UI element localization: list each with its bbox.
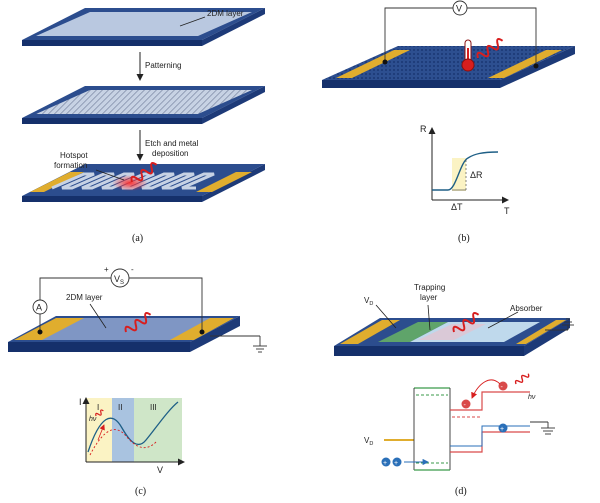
thermometer-icon: [461, 39, 475, 72]
ground-icon: [562, 318, 574, 330]
caption-b: (b): [458, 233, 470, 244]
etch-label-1: Etch and metal: [145, 139, 199, 148]
hv-label: hν: [89, 416, 97, 423]
voltmeter-icon: [452, 0, 468, 16]
right-contact: [516, 320, 566, 344]
caption-d: (d): [455, 486, 467, 497]
trapping-pointer: [427, 304, 431, 331]
source-minus: -: [131, 265, 134, 274]
region-1-band: [86, 398, 112, 462]
photon-wave-band: [514, 373, 530, 385]
photon-wave-d: [452, 312, 480, 333]
hotspot-label-1: Hotspot: [60, 151, 88, 160]
panel-c: A VS + - 2DM layer I V I II III hν (c): [8, 265, 267, 497]
photogating-device: [334, 318, 570, 356]
rt-curve: [432, 151, 499, 191]
photon-wave-a: [130, 162, 158, 183]
valence-band-red: [450, 431, 530, 453]
plate-2dm-layer: [22, 8, 265, 46]
photon-wave-b: [476, 38, 504, 59]
hotspot-pointer: [95, 169, 125, 181]
region-3-label: III: [150, 403, 157, 412]
valence-band-blue: [450, 425, 530, 447]
trapping-layer: [378, 322, 448, 342]
ammeter-icon: [32, 299, 48, 315]
dark-curve: [87, 401, 179, 453]
iv-plot: I V I II III hν: [79, 397, 185, 475]
source-icon: [110, 268, 130, 288]
patterning-label: Patterning: [145, 61, 181, 70]
absorber-label: Absorber: [510, 304, 543, 313]
trapping-label-1: Trapping: [414, 283, 445, 292]
right-terminal: [199, 329, 205, 335]
layer-label: 2DM layer: [207, 9, 244, 18]
electron-excited: [498, 381, 508, 391]
absorber-pointer: [487, 311, 519, 329]
etch-label-2: deposition: [152, 149, 188, 158]
right-contact: [488, 50, 562, 78]
hole-absorber-sign: +: [500, 426, 504, 433]
v-axis-label: V: [157, 465, 163, 475]
panel-b: V R T ΔR ΔT (b): [322, 0, 575, 244]
electron-trapped-sign: -: [464, 402, 467, 409]
rt-plot: R T ΔR ΔT: [420, 124, 510, 216]
delta-t-label: ΔT: [451, 202, 463, 212]
t-axis-label: T: [504, 206, 510, 216]
left-terminal: [37, 329, 43, 335]
conduction-band-red: [450, 391, 530, 411]
vd-band-label: VD: [364, 436, 373, 447]
r-axis-label: R: [420, 124, 427, 134]
region-3-band: [134, 398, 182, 462]
left-contact: [30, 172, 84, 192]
shift-arrow: [97, 424, 105, 441]
hole-channel-1: [381, 457, 391, 467]
plate-meander: [22, 162, 265, 202]
layer-film: [26, 318, 228, 340]
i-axis-label: I: [79, 397, 82, 407]
hole-channel-2-sign: +: [394, 460, 398, 467]
plate-patterned: [22, 86, 265, 124]
vd-label: VD: [364, 296, 373, 307]
left-terminal: [382, 59, 388, 65]
illuminated-curve: [89, 429, 157, 456]
photoconductor-device: [8, 316, 240, 352]
ground-icon: [253, 345, 267, 353]
hv-label: hν: [528, 394, 536, 401]
vd-pointer: [375, 304, 397, 329]
layer-pointer: [179, 16, 206, 27]
hole-absorber: [498, 423, 508, 433]
hole-channel-1-sign: +: [383, 460, 387, 467]
hole-channel-2: [392, 457, 402, 467]
absorber-tint: [418, 324, 486, 340]
right-terminal: [533, 63, 539, 69]
left-contact: [336, 50, 410, 78]
region-2-label: II: [118, 403, 122, 412]
ammeter-label: A: [36, 303, 42, 313]
panel-a: 2DM layer Patterning Etch and metal depo…: [22, 8, 265, 244]
panel-d: VD Trapping layer Absorber VD: [334, 283, 574, 497]
layer-pointer: [89, 303, 107, 329]
right-contact: [196, 172, 252, 192]
delta-r-label: ΔR: [470, 170, 483, 180]
photon-wave-c: [124, 312, 152, 333]
layer-label: 2DM layer: [66, 293, 103, 302]
electron-trapped: [461, 399, 471, 409]
source-label: VS: [114, 274, 124, 286]
voltmeter-label: V: [456, 4, 462, 14]
region-1-label: I: [97, 403, 99, 412]
trapping-label-2: layer: [420, 293, 438, 302]
hotspot-label-2: formation: [54, 161, 87, 170]
left-contact: [14, 318, 84, 340]
band-diagram: VD - -: [364, 373, 555, 471]
left-contact: [340, 320, 400, 344]
electron-transfer-arrow: [471, 379, 501, 399]
meander-wire: [51, 172, 215, 190]
electron-excited-sign: -: [501, 384, 504, 391]
band-ground-icon: [541, 422, 555, 435]
photon-wave-plot: [95, 409, 104, 417]
caption-a: (a): [132, 233, 143, 244]
source-plus: +: [104, 265, 109, 274]
caption-c: (c): [135, 486, 146, 497]
